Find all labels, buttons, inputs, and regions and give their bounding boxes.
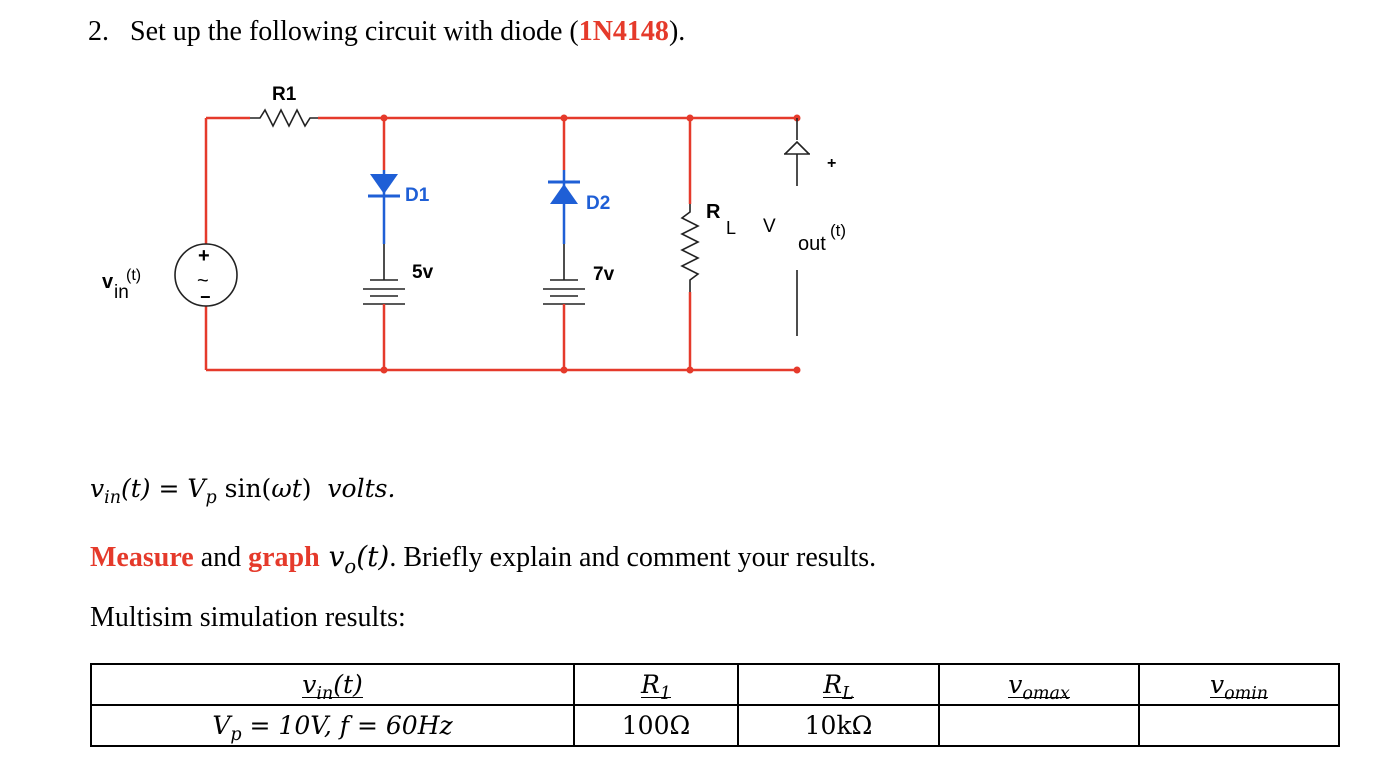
source-plus-sign: + <box>198 245 210 267</box>
instruction-measure: Measure <box>90 542 194 573</box>
diode-part-number: 1N4148 <box>578 16 669 47</box>
question-heading: 2. Set up the following circuit with dio… <box>88 16 685 48</box>
question-text-end: ). <box>668 16 686 47</box>
header-vomin: vomin <box>1138 663 1340 706</box>
instruction-vo-sub: o <box>344 554 357 578</box>
eq-amp-sub: p <box>205 488 217 509</box>
instruction-vo-letter: v <box>319 540 345 573</box>
question-text: Set up the following circuit with diode … <box>130 16 579 47</box>
header-rl: RL <box>737 663 940 706</box>
cell-rl-value: 10kΩ <box>737 704 940 747</box>
ac-source-symbol <box>174 243 238 307</box>
source-tilde: ~ <box>197 270 209 292</box>
resistor-r1-label: R1 <box>272 84 297 105</box>
eq-close: ) <box>301 474 320 503</box>
source-label-arg: (t) <box>126 267 141 284</box>
instruction-vo-arg: (t) <box>356 540 390 573</box>
circuit-junctions <box>380 114 801 374</box>
header-vin: vin(t) <box>90 663 575 706</box>
source-minus-sign: − <box>200 287 211 307</box>
cell-vin-value: Vp = 10V, f = 60Hz <box>90 704 575 747</box>
table-header-row: vin(t) R1 RL vomax vomin <box>90 663 1340 706</box>
eq-v-sub: in <box>104 488 121 509</box>
output-label-arg: (t) <box>830 221 846 240</box>
source-label-sub: in <box>114 282 129 303</box>
cell-vomax-value[interactable] <box>938 704 1140 747</box>
eq-unit: volts. <box>327 474 396 503</box>
diode-d2-symbol <box>548 170 580 244</box>
battery-5v-symbol <box>363 244 405 370</box>
eq-arg: (t) = <box>121 474 188 503</box>
eq-func: sin( <box>216 474 272 503</box>
battery-5v-label: 5v <box>412 262 434 283</box>
instruction-rest: . Briefly explain and comment your resul… <box>389 542 877 573</box>
source-label-v: v <box>102 271 114 293</box>
question-number: 2. <box>88 16 109 47</box>
output-plus-sign: + <box>827 155 836 172</box>
input-equation: vin(t) = Vp sin(ωt) volts. <box>90 474 396 507</box>
load-resistor-label: RL <box>706 201 736 238</box>
cell-r1-value: 100Ω <box>573 704 739 747</box>
simulation-results-label: Multisim simulation results: <box>90 602 406 633</box>
output-probe-symbol <box>784 118 810 336</box>
load-resistor-symbol <box>680 204 700 292</box>
results-table: vin(t) R1 RL vomax vomin Vp = 10V, f = 6… <box>90 663 1340 747</box>
output-label-sub: out <box>798 233 826 255</box>
load-resistor-letter: R <box>706 201 721 223</box>
eq-omega: ωt <box>271 474 302 503</box>
cell-vomin-value[interactable] <box>1138 704 1340 747</box>
resistor-r1-symbol <box>250 108 318 128</box>
battery-7v-symbol <box>543 244 585 370</box>
instruction-vo: vo(t) <box>319 540 390 576</box>
table-row: Vp = 10V, f = 60Hz 100Ω 10kΩ <box>90 704 1340 747</box>
instruction-line: Measure and graph vo(t). Briefly explain… <box>90 540 877 576</box>
load-resistor-sub: L <box>726 218 736 238</box>
circuit-wires <box>204 116 797 372</box>
header-vomax: vomax <box>938 663 1140 706</box>
instruction-and: and <box>193 542 249 573</box>
output-label-v: V <box>763 216 776 237</box>
diode-d2-label: D2 <box>586 193 610 214</box>
battery-7v-label: 7v <box>593 264 615 285</box>
source-label: vin(t) <box>102 267 141 303</box>
output-label: Vout(t) <box>763 216 846 255</box>
header-r1: R1 <box>573 663 739 706</box>
diode-d1-symbol <box>368 170 400 244</box>
instruction-graph: graph <box>248 542 320 573</box>
eq-amp: V <box>187 474 206 503</box>
circuit-diagram: R1 + ~ − vin(t) D1 5v D2 7v RL <box>102 84 846 374</box>
eq-v: v <box>90 474 105 503</box>
diode-d1-label: D1 <box>405 185 430 206</box>
